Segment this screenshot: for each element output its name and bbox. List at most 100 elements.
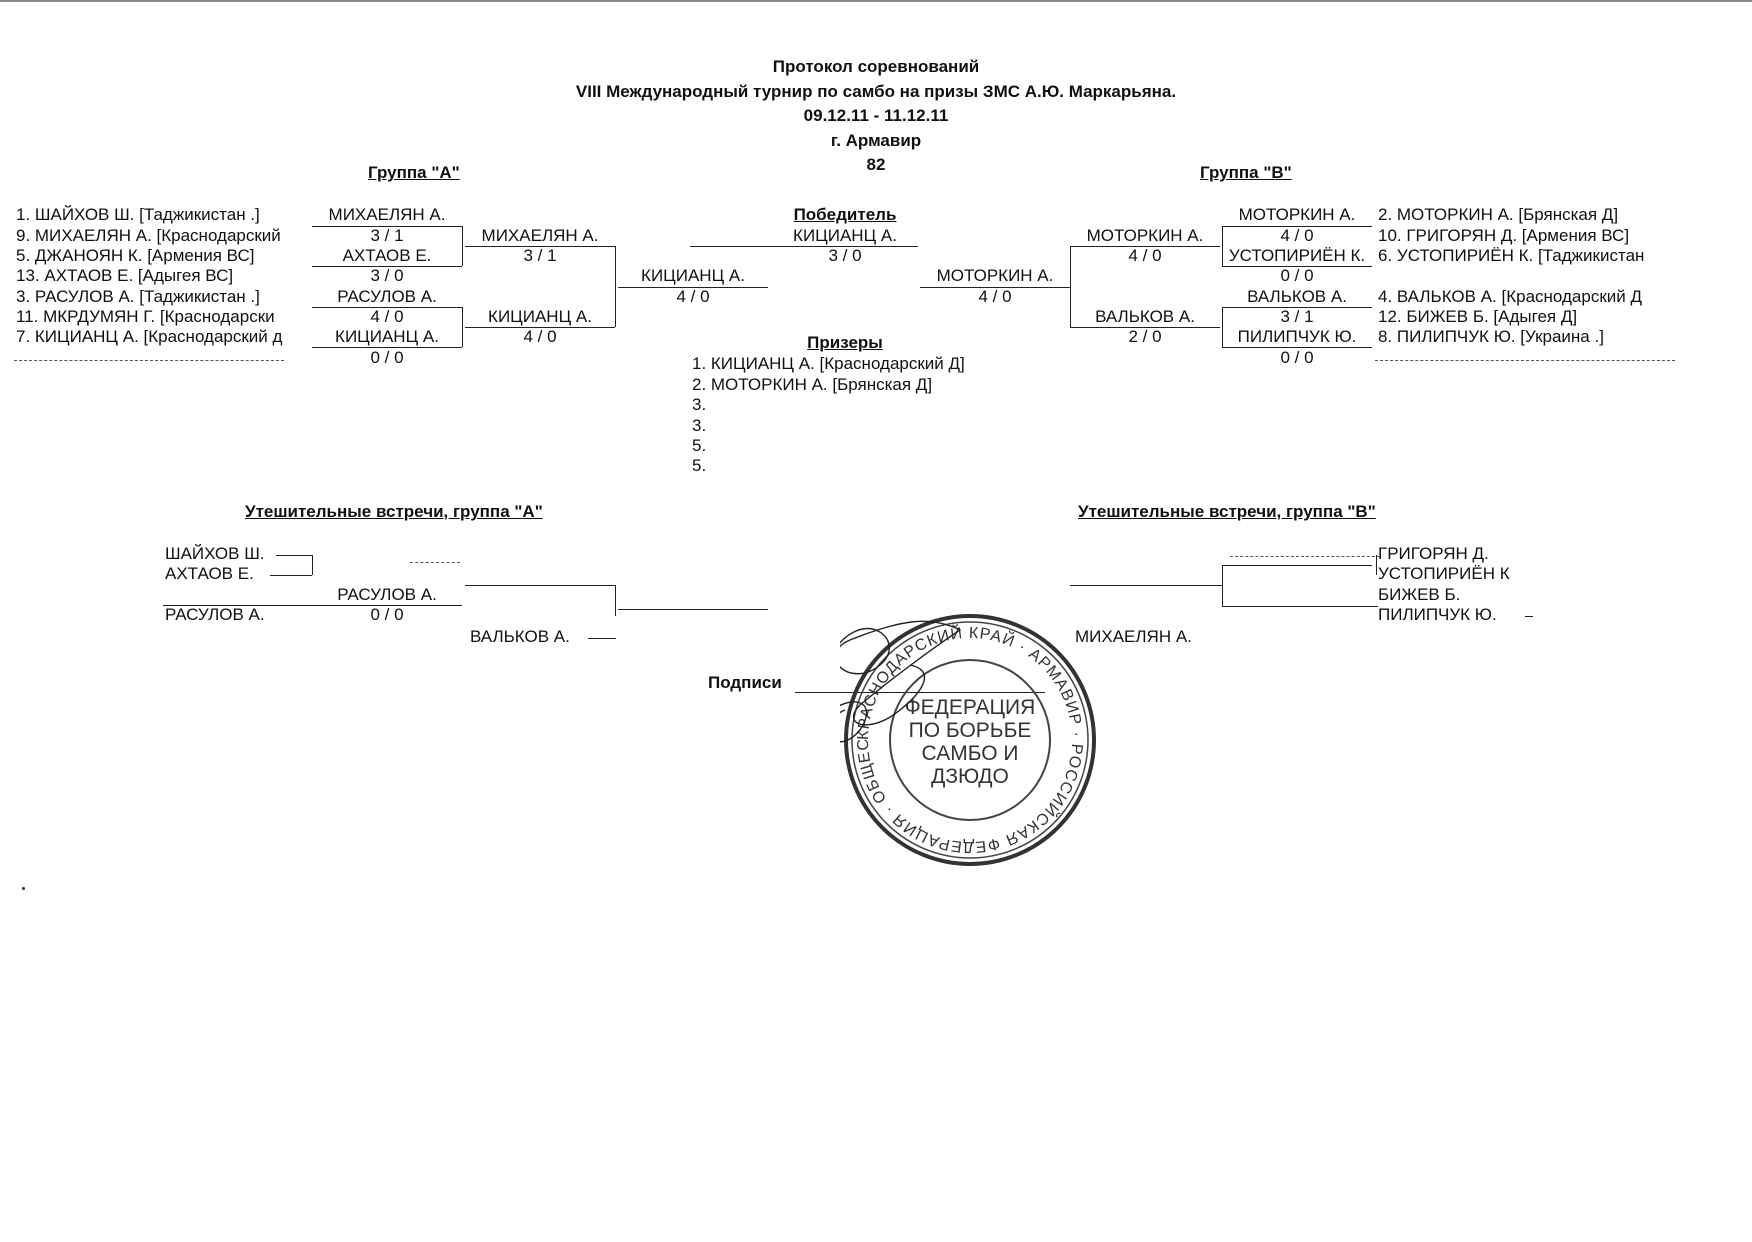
bracket-line	[312, 226, 462, 227]
bracket-line	[462, 226, 463, 266]
bracket-line	[1230, 556, 1380, 557]
bracket-line	[312, 266, 462, 267]
scan-speck	[22, 887, 25, 890]
scan-edge	[0, 0, 1752, 2]
group-b-r2-name: МОТОРКИН А.	[1086, 226, 1204, 245]
bracket-line	[312, 347, 462, 348]
consolation-b-name: УСТОПИРИЁН К	[1378, 564, 1510, 583]
bracket-line	[618, 609, 768, 610]
consolation-b-name: ПИЛИПЧУК Ю.	[1378, 605, 1497, 624]
bracket-line	[465, 585, 615, 586]
group-a-r1-name: РАСУЛОВ А.	[337, 287, 437, 306]
group-a-entrant: 11. МКРДУМЯН Г. [Краснодарски	[16, 307, 275, 326]
group-a-r1-score: 3 / 0	[370, 266, 404, 285]
group-b-r2-score: 4 / 0	[1128, 246, 1162, 265]
bracket-line	[1222, 606, 1378, 607]
bracket-line	[1070, 246, 1220, 247]
consolation-a-heading: Утешительные встречи, группа "А"	[245, 502, 543, 521]
group-b-r2-score: 2 / 0	[1128, 327, 1162, 346]
event-city: г. Армавир	[830, 131, 922, 150]
bracket-line	[1222, 226, 1372, 227]
bracket-line	[1525, 616, 1533, 617]
stamp-line: ФЕДЕРАЦИЯ	[905, 696, 1036, 719]
group-a-entrant: 1. ШАЙХОВ Ш. [Таджикистан .]	[16, 205, 260, 224]
bracket-line	[1222, 226, 1223, 266]
consolation-a-r1-name: РАСУЛОВ А.	[337, 585, 437, 604]
consolation-b-name: БИЖЕВ Б.	[1378, 585, 1461, 604]
prizes-heading: Призеры	[807, 333, 883, 352]
group-a-empty-slot	[14, 360, 284, 361]
group-a-r2-score: 4 / 0	[523, 327, 557, 346]
bracket-line	[1222, 565, 1372, 566]
stamp-line: ДЗЮДО	[931, 765, 1009, 788]
bracket-line	[465, 327, 615, 328]
group-b-r1-name: УСТОПИРИЁН К.	[1228, 246, 1366, 265]
group-b-final-score: 4 / 0	[978, 287, 1012, 306]
prize-entry: 2. МОТОРКИН А. [Брянская Д]	[692, 375, 933, 394]
bracket-line	[1222, 266, 1372, 267]
group-b-entrant: 6. УСТОПИРИЁН К. [Таджикистан	[1378, 246, 1645, 265]
bracket-line	[618, 287, 768, 288]
document-title: Протокол соревнований	[772, 57, 980, 76]
prize-entry: 5.	[692, 436, 707, 455]
group-a-entrant: 9. МИХАЕЛЯН А. [Краснодарский	[16, 226, 281, 245]
group-b-entrant: 10. ГРИГОРЯН Д. [Армения ВС]	[1378, 226, 1630, 245]
consolation-a-name: РАСУЛОВ А.	[165, 605, 265, 624]
group-a-r1-name: МИХАЕЛЯН А.	[328, 205, 446, 224]
consolation-a-name: ШАЙХОВ Ш.	[165, 544, 265, 563]
group-a-r1-name: АХТАОВ Е.	[342, 246, 432, 265]
group-a-heading: Группа "А"	[368, 163, 460, 182]
group-a-final-name: КИЦИАНЦ А.	[641, 266, 745, 285]
bracket-line	[588, 638, 616, 639]
winner-score: 3 / 0	[828, 246, 862, 265]
bracket-line	[462, 307, 463, 347]
consolation-b-name: ГРИГОРЯН Д.	[1378, 544, 1489, 563]
group-a-entrant: 3. РАСУЛОВ А. [Таджикистан .]	[16, 287, 260, 306]
group-b-entrant: 2. МОТОРКИН А. [Брянская Д]	[1378, 205, 1619, 224]
group-a-entrant: 7. КИЦИАНЦ А. [Краснодарский д	[16, 327, 283, 346]
consolation-a-opponent: ВАЛЬКОВ А.	[470, 627, 570, 646]
group-b-final-name: МОТОРКИН А.	[936, 266, 1054, 285]
group-a-r1-score: 3 / 1	[370, 226, 404, 245]
federation-stamp: КРАСНОДАРСКИЙ КРАЙ · АРМАВИР · РОССИЙСКА…	[840, 610, 1096, 866]
group-b-r1-score: 0 / 0	[1280, 348, 1314, 367]
signature-line	[795, 692, 1045, 693]
bracket-line	[1222, 307, 1372, 308]
group-b-r1-score: 4 / 0	[1280, 226, 1314, 245]
group-b-empty-slot	[1375, 360, 1675, 361]
bracket-line	[270, 575, 312, 576]
bracket-line	[615, 585, 616, 616]
prize-entry: 3.	[692, 395, 707, 414]
group-a-r2-score: 3 / 1	[523, 246, 557, 265]
weight-category: 82	[866, 155, 886, 174]
consolation-b-heading: Утешительные встречи, группа "В"	[1078, 502, 1376, 521]
bracket-line	[1222, 307, 1223, 347]
event-title: VIII Международный турнир по самбо на пр…	[575, 82, 1177, 101]
bracket-line	[920, 287, 1070, 288]
group-b-heading: Группа "В"	[1200, 163, 1292, 182]
bracket-line	[276, 555, 312, 556]
prize-entry: 1. КИЦИАНЦ А. [Краснодарский Д]	[692, 354, 965, 373]
bracket-line	[1222, 565, 1223, 606]
bracket-line	[615, 246, 616, 327]
bracket-line	[312, 605, 462, 606]
group-a-final-score: 4 / 0	[676, 287, 710, 306]
signatures-label: Подписи	[708, 673, 782, 692]
bracket-line	[312, 555, 313, 575]
bracket-line	[1070, 246, 1071, 327]
bracket-line	[163, 605, 313, 606]
bracket-line	[1070, 585, 1222, 586]
group-a-entrant: 13. АХТАОВ Е. [Адыгея ВС]	[16, 266, 234, 285]
bracket-line	[312, 307, 462, 308]
group-a-r1-name: КИЦИАНЦ А.	[335, 327, 439, 346]
winner-heading: Победитель	[793, 205, 897, 224]
group-b-r1-score: 3 / 1	[1280, 307, 1314, 326]
group-b-r2-name: ВАЛЬКОВ А.	[1095, 307, 1195, 326]
bracket-line	[1070, 327, 1220, 328]
bracket-line	[1376, 555, 1377, 575]
group-b-entrant: 12. БИЖЕВ Б. [Адыгея Д]	[1378, 307, 1578, 326]
group-b-r1-score: 0 / 0	[1280, 266, 1314, 285]
winner-name: КИЦИАНЦ А.	[793, 226, 897, 245]
event-dates: 09.12.11 - 11.12.11	[803, 106, 949, 125]
